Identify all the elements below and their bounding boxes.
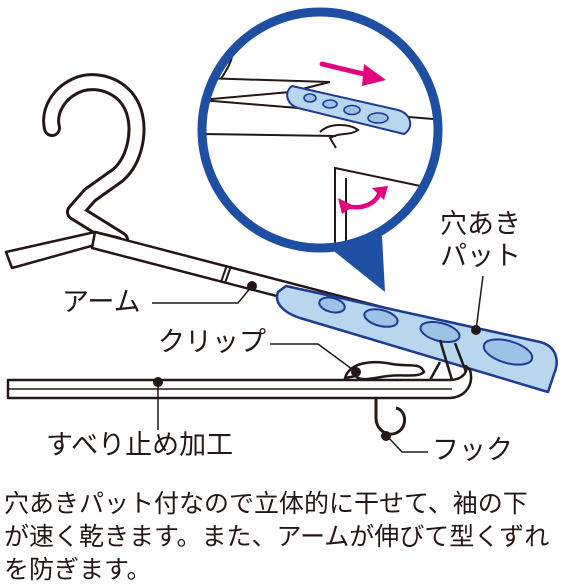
- caption-line-3: を防ぎます。: [4, 555, 152, 584]
- hanger-bottom-bar: [6, 364, 473, 400]
- clip-icon: [343, 361, 442, 381]
- label-hook: フック: [432, 435, 513, 466]
- arm-leader: [152, 285, 253, 304]
- label-pad-line2: パット: [440, 241, 521, 272]
- pad-hole-3: [419, 321, 461, 343]
- description-caption: 穴あきパット付なので立体的に干せて、袖の下 が速く乾きます。また、アームが伸びて…: [4, 487, 566, 586]
- hook-leader: [387, 436, 428, 453]
- perforated-pad: [275, 284, 558, 394]
- pad-leader: [475, 275, 484, 331]
- caption-line-1: 穴あきパット付なので立体的に干せて、袖の下: [4, 489, 528, 518]
- label-arm: アーム: [62, 287, 141, 318]
- pad-hole-2: [363, 308, 399, 328]
- label-non-slip: すべり止め加工: [46, 430, 234, 461]
- small-hook-icon: [374, 398, 406, 436]
- caption-line-2: が速く乾きます。また、アームが伸びて型くずれ: [4, 522, 550, 551]
- pad-hole-4: [482, 338, 534, 366]
- label-pad-line1: 穴あき: [440, 209, 521, 240]
- hanger-diagram: [4, 7, 558, 453]
- clip-leader: [270, 343, 357, 373]
- pad-hole-1: [318, 296, 346, 314]
- label-clip: クリップ: [158, 327, 266, 358]
